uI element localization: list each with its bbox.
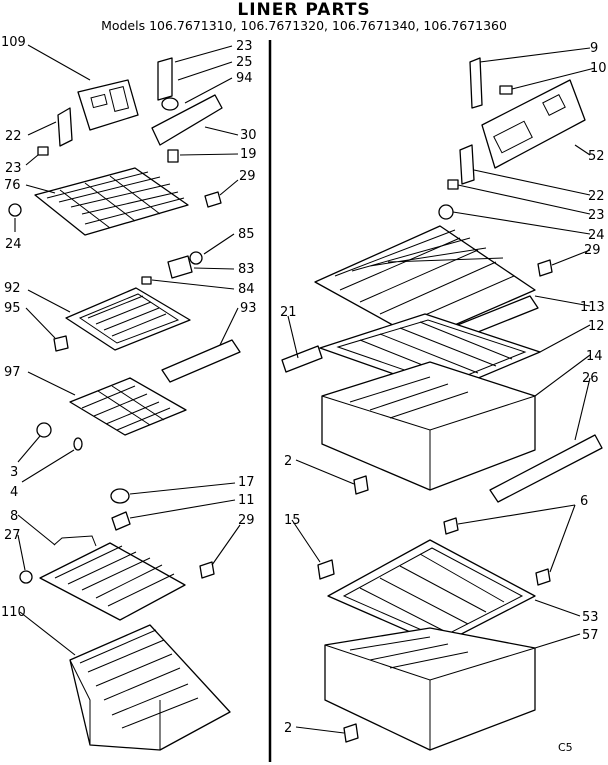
part-plug-4 — [73, 437, 83, 451]
part-bracket-22 — [57, 107, 73, 147]
callout-24-right: 24 — [588, 228, 605, 243]
part-clip-29-lower — [199, 561, 215, 579]
callout-85: 85 — [238, 227, 255, 242]
callout-26: 26 — [582, 371, 599, 386]
callout-110: 110 — [1, 605, 26, 620]
part-control-panel-109 — [77, 79, 139, 131]
callout-labels: 109 23 25 94 22 30 19 23 76 29 24 85 83 … — [1, 35, 607, 754]
callout-4: 4 — [10, 485, 18, 500]
callout-23: 23 — [236, 39, 253, 54]
leader-lines — [14, 44, 596, 734]
callout-25: 25 — [236, 55, 253, 70]
callout-23-right: 23 — [588, 208, 605, 223]
callout-8: 8 — [10, 509, 18, 524]
callout-24: 24 — [5, 237, 22, 252]
part-crisper-drawer-57 — [324, 627, 536, 751]
part-clip-95 — [53, 335, 69, 352]
part-screw-19 — [167, 149, 179, 163]
page-title: LINER PARTS — [237, 0, 371, 20]
callout-6: 6 — [580, 494, 588, 509]
model-numbers: Models 106.7671310, 106.7671320, 106.767… — [101, 18, 507, 33]
callout-109: 109 — [1, 35, 26, 50]
part-glass-shelf-53 — [327, 539, 536, 646]
callout-19: 19 — [240, 147, 257, 162]
callout-2: 2 — [284, 454, 292, 469]
part-knob-3 — [36, 422, 52, 438]
part-clip-29-upper — [204, 191, 222, 208]
part-knob-27 — [19, 570, 33, 584]
part-clip-25 — [157, 57, 173, 101]
part-knob-94 — [161, 97, 179, 111]
callout-21: 21 — [280, 305, 297, 320]
part-ice-tray-97 — [69, 377, 187, 436]
callout-76: 76 — [4, 178, 21, 193]
part-trim-26 — [489, 434, 603, 503]
part-crisper-drawer-14 — [321, 361, 536, 491]
callout-22-right: 22 — [588, 189, 605, 204]
callout-83: 83 — [238, 262, 255, 277]
part-clip-2-lower — [343, 723, 359, 743]
part-knob-24-right — [438, 204, 454, 220]
callout-84: 84 — [238, 282, 255, 297]
part-bulb-10 — [499, 85, 513, 95]
part-knob-24-left — [8, 203, 22, 217]
callout-15: 15 — [284, 513, 301, 528]
callout-53: 53 — [582, 610, 599, 625]
callout-95: 95 — [4, 301, 21, 316]
part-bracket-9 — [469, 57, 483, 109]
callout-14: 14 — [586, 349, 603, 364]
callout-52: 52 — [588, 149, 605, 164]
callout-3: 3 — [10, 465, 18, 480]
callout-113: 113 — [580, 300, 605, 315]
callout-93: 93 — [240, 301, 257, 316]
callout-2b: 2 — [284, 721, 292, 736]
part-clip-15 — [317, 559, 335, 580]
callout-17: 17 — [238, 475, 255, 490]
part-wire-shelf-76 — [34, 167, 189, 236]
callout-11: 11 — [238, 493, 255, 508]
part-wire-shelf-113 — [314, 225, 536, 341]
callout-9: 9 — [590, 41, 598, 56]
part-trim-93 — [161, 339, 241, 383]
part-wire-basket-110 — [69, 624, 231, 751]
part-screw-23-right — [447, 179, 459, 190]
callout-29: 29 — [239, 169, 256, 184]
part-clip-6-left — [443, 517, 459, 535]
part-clip-6-right — [535, 568, 551, 586]
callout-94: 94 — [236, 71, 253, 86]
callout-29b: 29 — [238, 513, 255, 528]
callout-10: 10 — [590, 61, 607, 76]
diagram-code: C5 — [558, 741, 573, 754]
part-clip-29-right — [537, 259, 553, 277]
part-cap-17 — [110, 488, 130, 504]
part-tray-92 — [65, 287, 191, 351]
part-clip-2-upper — [353, 475, 369, 495]
part-trim-21 — [281, 345, 323, 373]
callout-30: 30 — [240, 128, 257, 143]
callout-29-right: 29 — [584, 243, 601, 258]
callout-92: 92 — [4, 281, 21, 296]
part-bracket-22-right — [459, 144, 475, 185]
part-panel-52 — [481, 79, 586, 169]
callout-57: 57 — [582, 628, 599, 643]
part-wire-shelf-8 — [39, 535, 186, 621]
callout-22: 22 — [5, 129, 22, 144]
part-screw-23 — [37, 146, 49, 156]
callout-23b: 23 — [5, 161, 22, 176]
part-bar-30 — [151, 94, 223, 146]
callout-12: 12 — [588, 319, 605, 334]
callout-27: 27 — [4, 528, 21, 543]
part-rod-11 — [111, 511, 131, 531]
part-control-85-83-84 — [141, 251, 203, 285]
callout-97: 97 — [4, 365, 21, 380]
